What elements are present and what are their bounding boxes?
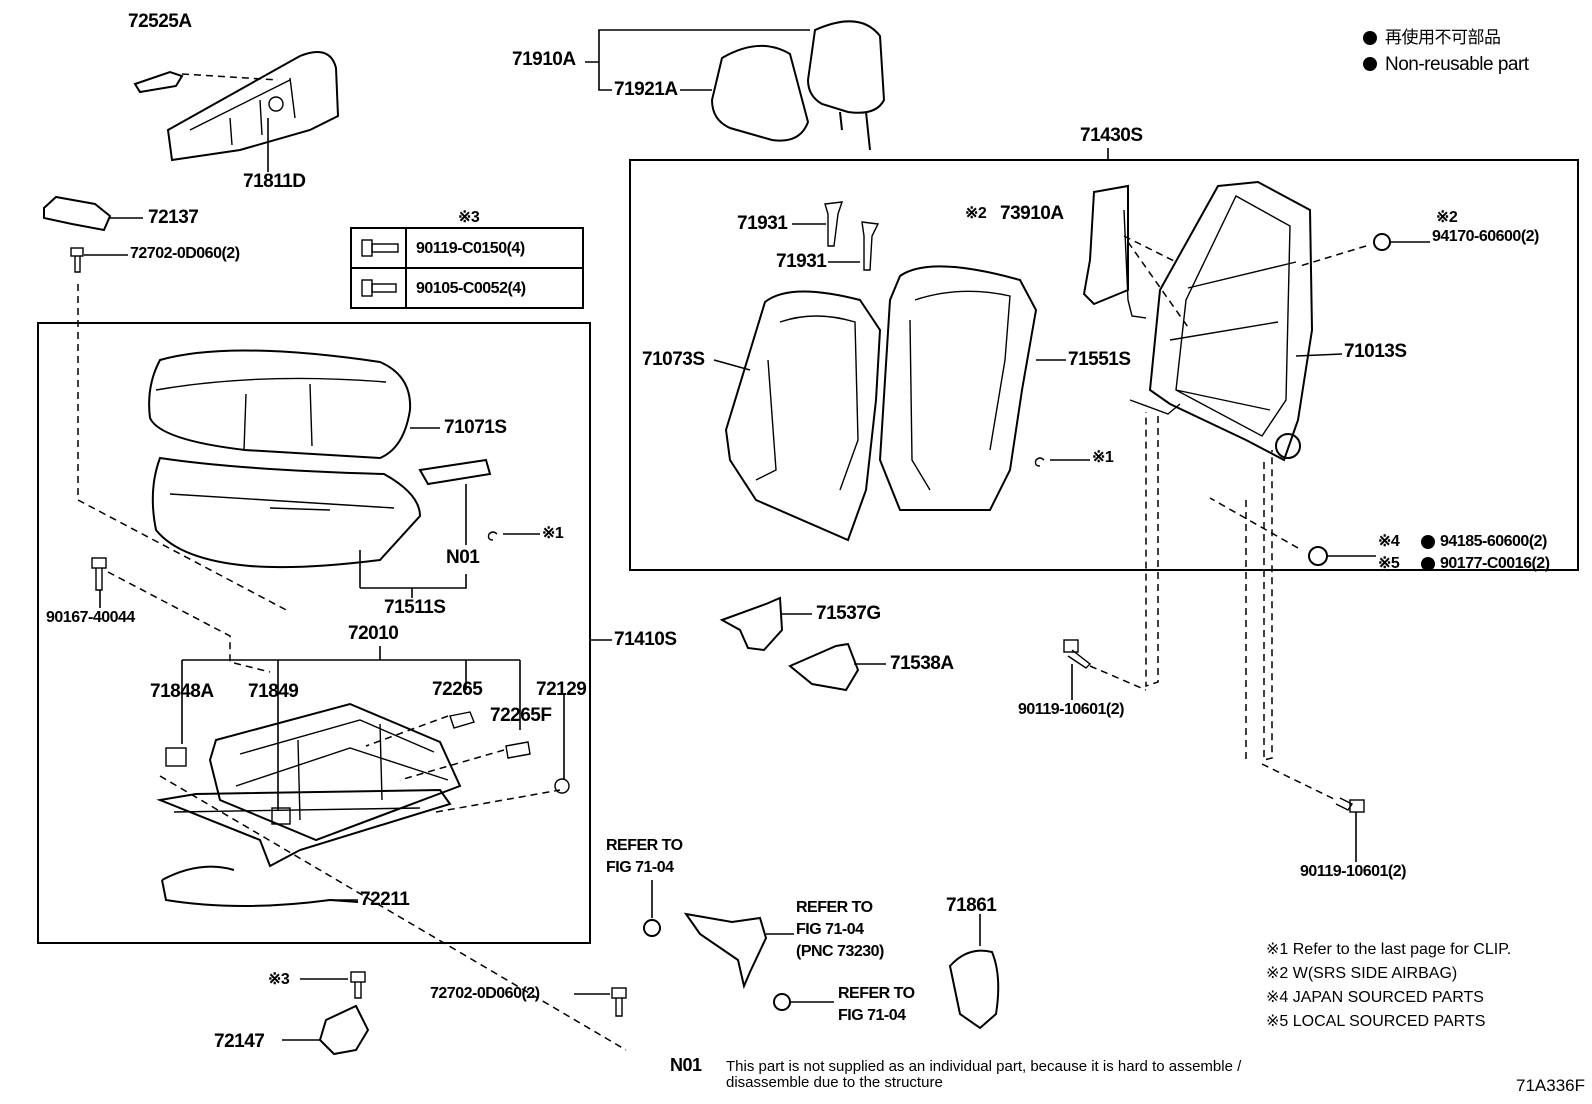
ref2-line2: FIG 71-04 <box>796 921 864 938</box>
label-71551S: 71551S <box>1068 349 1131 370</box>
lever-72525A <box>133 70 279 94</box>
bolt-90119-right <box>1261 763 1365 862</box>
label-71013S: 71013S <box>1344 341 1407 362</box>
pin-71931 <box>792 201 880 271</box>
n01-note-line2: disassemble due to the structure <box>726 1074 943 1091</box>
label-71931-a: 71931 <box>737 213 788 234</box>
bolt-90167 <box>91 557 271 673</box>
clip-icon <box>487 531 498 541</box>
headrest-71921A <box>710 44 810 142</box>
footnote-2: ※2 W(SRS SIDE AIRBAG) <box>1266 965 1458 982</box>
label-71849: 71849 <box>248 681 299 702</box>
cover-71538A <box>788 642 886 692</box>
label-94170: 94170-60600(2) <box>1432 228 1539 245</box>
airbag-73910A <box>1082 184 1177 319</box>
nut-94170 <box>1373 233 1430 251</box>
bolt-72702-bottom <box>574 987 627 1017</box>
cover-71861 <box>948 914 1000 1030</box>
frame-71013S <box>1127 180 1367 761</box>
label-71848A: 71848A <box>150 681 214 702</box>
label-72265F: 72265F <box>490 705 552 726</box>
ref1-line1: REFER TO <box>606 837 683 854</box>
bolt-table-row: 90105-C0052(4) <box>416 280 526 297</box>
ref2-line3: (PNC 73230) <box>796 943 884 960</box>
bolt-90119 <box>1063 639 1147 700</box>
label-72702-bottom: 72702-0D060(2) <box>430 985 540 1002</box>
cushion-cover-71071S <box>148 349 440 460</box>
mark-4: ※4 <box>1378 533 1400 550</box>
box-71430S <box>629 159 1579 571</box>
figure-id: 71A336F <box>1516 1076 1585 1095</box>
label-90119-right: 90119-10601(2) <box>1300 863 1406 880</box>
ref3-line2: FIG 71-04 <box>838 1007 906 1024</box>
label-71410S: 71410S <box>614 629 677 650</box>
n01-note-line1: This part is not supplied as an individu… <box>726 1058 1242 1075</box>
legend-dot-icon <box>1363 57 1377 71</box>
mark-1-a: ※1 <box>1092 449 1114 466</box>
mark-5: ※5 <box>1378 555 1400 572</box>
pad-71551S <box>878 265 1066 511</box>
label-71511S: 71511S <box>384 597 446 618</box>
ref2-line1: REFER TO <box>796 899 873 916</box>
mark-1-b: ※1 <box>542 525 564 542</box>
label-71811D: 71811D <box>243 171 306 192</box>
bolt-72702 <box>70 247 291 613</box>
legend-jp-label: 再使用不可部品 <box>1385 28 1501 47</box>
part-N01 <box>360 458 492 598</box>
label-71537G: 71537G <box>816 603 881 624</box>
footnote-4: ※4 JAPAN SOURCED PARTS <box>1266 989 1484 1006</box>
headrest-71910A <box>806 20 886 151</box>
n01-note-code: N01 <box>670 1055 702 1075</box>
label-72137: 72137 <box>148 207 199 228</box>
label-94185: 94185-60600(2) <box>1440 533 1547 550</box>
nut-94185 <box>1308 546 1376 566</box>
label-71430S: 71430S <box>1080 125 1143 146</box>
label-72211: 72211 <box>360 889 410 910</box>
bracket-72147 <box>282 971 370 1056</box>
label-71931-b: 71931 <box>776 251 827 272</box>
shield-71811D <box>166 51 340 172</box>
label-71073S: 71073S <box>642 349 705 370</box>
label-72147: 72147 <box>214 1031 265 1052</box>
label-72702-top: 72702-0D060(2) <box>130 245 240 262</box>
legend-dot-icon <box>1363 31 1377 45</box>
label-72010: 72010 <box>348 623 399 644</box>
clip-icon <box>1034 457 1045 467</box>
footnote-5: ※5 LOCAL SOURCED PARTS <box>1266 1013 1486 1030</box>
footnote-1: ※1 Refer to the last page for CLIP. <box>1266 941 1512 958</box>
legend-en-label: Non-reusable part <box>1385 54 1529 75</box>
bolt-table-header: ※3 <box>458 209 480 226</box>
label-90177: 90177-C0016(2) <box>1440 555 1550 572</box>
bracket-72137 <box>43 195 143 232</box>
buckle-73230 <box>643 880 834 1011</box>
ref3-line1: REFER TO <box>838 985 915 1002</box>
label-71921A: 71921A <box>614 79 678 100</box>
track-72010 <box>156 646 627 1051</box>
wire-72211 <box>161 865 359 907</box>
label-N01: N01 <box>446 547 480 568</box>
cover-71537G <box>719 596 812 652</box>
label-72129: 72129 <box>536 679 587 700</box>
label-72525A: 72525A <box>128 11 192 32</box>
label-71910A: 71910A <box>512 49 576 70</box>
mark-2-a: ※2 <box>965 205 987 222</box>
label-90119-mid: 90119-10601(2) <box>1018 701 1124 718</box>
bolt-table-row: 90119-C0150(4) <box>416 240 525 257</box>
bolt-icon <box>361 239 399 297</box>
mark-2-b: ※2 <box>1436 209 1458 226</box>
label-72265: 72265 <box>432 679 483 700</box>
label-73910A: 73910A <box>1000 203 1064 224</box>
cover-71073S <box>713 290 882 542</box>
cushion-pad <box>151 456 422 588</box>
label-71071S: 71071S <box>444 417 507 438</box>
ref1-line2: FIG 71-04 <box>606 859 674 876</box>
label-71538A: 71538A <box>890 653 954 674</box>
mark-3: ※3 <box>268 971 290 988</box>
box-71410S <box>37 322 591 944</box>
label-90167: 90167-40044 <box>46 609 135 626</box>
label-71861: 71861 <box>946 895 997 916</box>
